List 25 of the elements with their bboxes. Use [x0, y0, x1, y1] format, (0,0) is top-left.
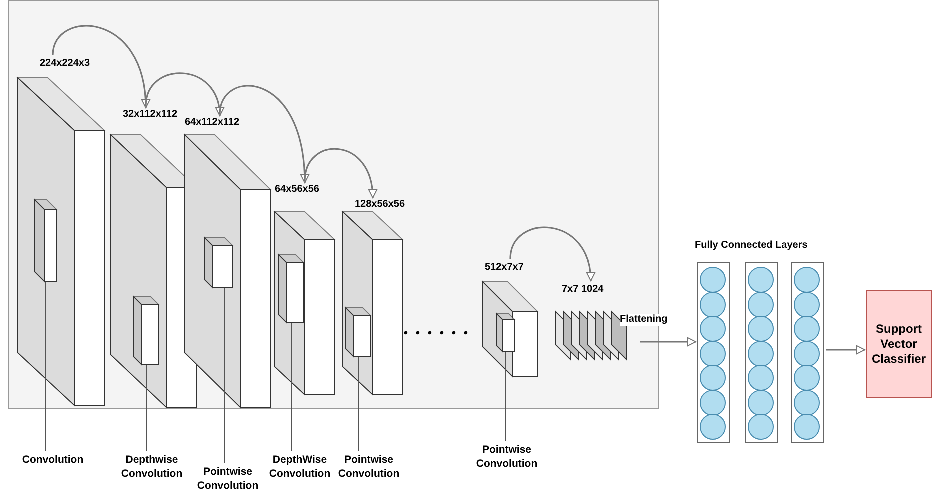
dimension-label: 7x7 1024	[562, 284, 604, 296]
dimension-label: 128x56x56	[355, 199, 406, 211]
layer-column	[791, 262, 824, 443]
dimension-label: 64x56x56	[275, 184, 320, 196]
dimension-label: 224x224x3	[40, 58, 90, 70]
dimension-label: 512x7x7	[485, 262, 524, 274]
layer-column	[745, 262, 778, 443]
curved-arrow	[510, 227, 595, 282]
curved-arrow	[219, 85, 310, 184]
leader-line	[146, 364, 147, 452]
curved-arrow	[52, 25, 150, 108]
edge-label: Flattening	[620, 314, 668, 326]
section-heading: Fully Connected Layers	[695, 240, 808, 252]
dimension-label: 64x112x112	[185, 117, 240, 129]
leader-line	[358, 356, 359, 452]
arrow	[826, 345, 866, 355]
classifier-box	[866, 290, 932, 398]
classifier-label: Support Vector Classifier	[870, 322, 928, 366]
leader-line	[224, 288, 226, 464]
curved-arrow	[145, 72, 224, 116]
layer-column	[697, 262, 730, 443]
leader-line	[291, 322, 292, 452]
arrow	[640, 337, 696, 347]
curved-arrow	[304, 148, 377, 198]
dimension-label: 32x112x112	[123, 109, 178, 121]
